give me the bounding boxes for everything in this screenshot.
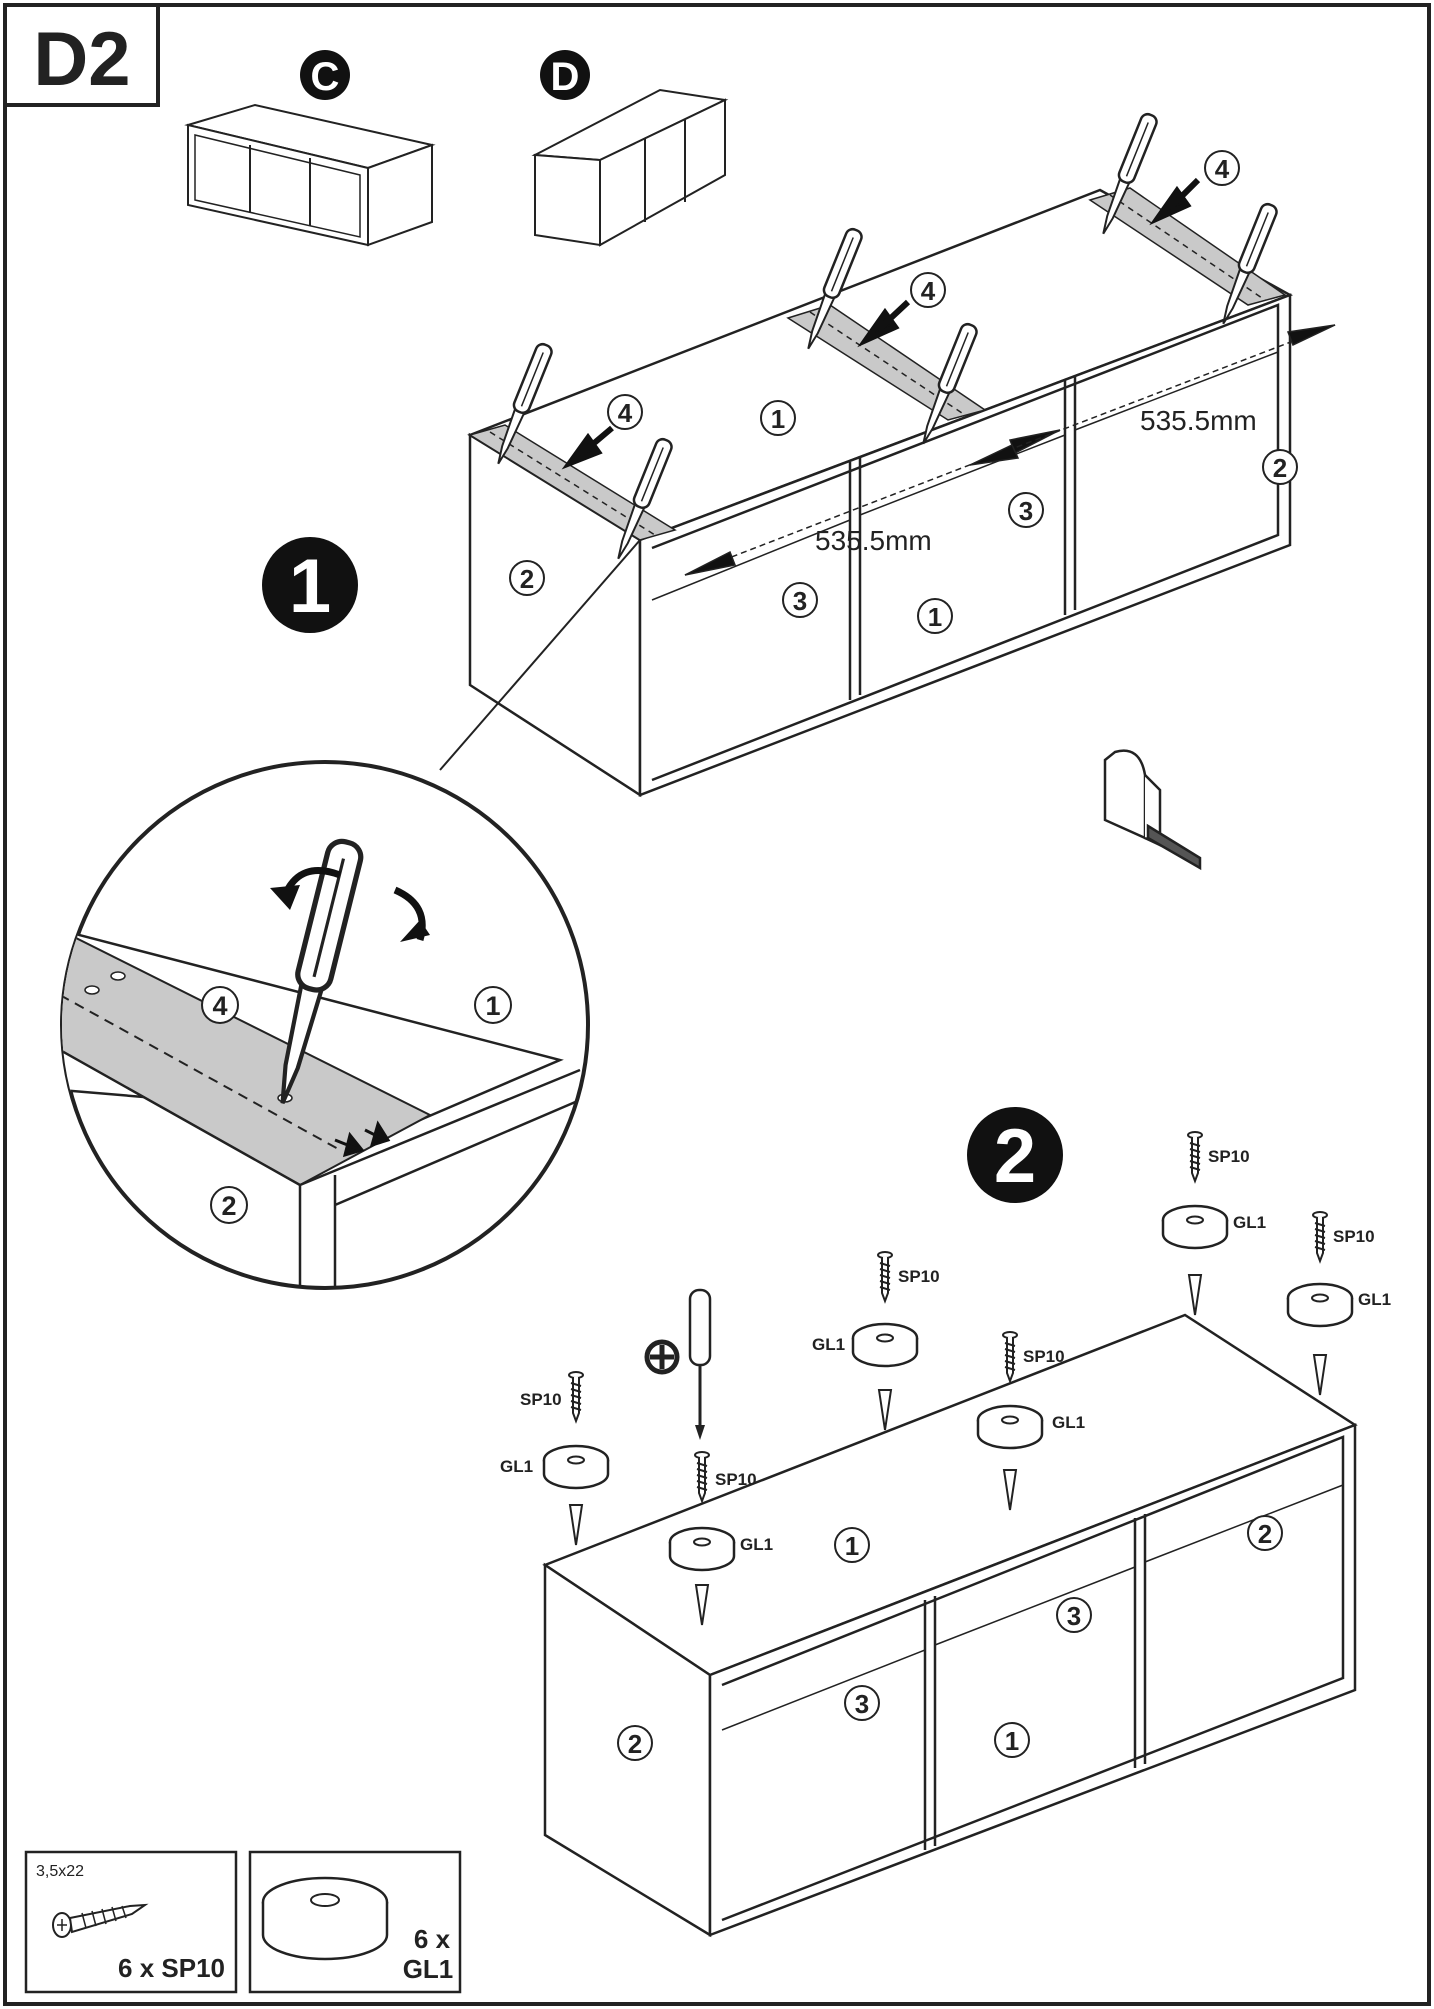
part-labels-step-1: 1 2 2 3 3 1 (509, 400, 1298, 634)
phillips-screwdriver-icon (644, 1288, 712, 1440)
part-label: 3 (1067, 1601, 1081, 1631)
dimension-lines (684, 324, 1336, 576)
screw-label: SP10 (1023, 1347, 1065, 1366)
part-label: 2 (520, 564, 534, 594)
screw-label: SP10 (520, 1390, 562, 1409)
dimension-label: 535.5mm (1140, 405, 1257, 436)
variant-c: C (184, 50, 436, 247)
part-label: 3 (1019, 496, 1033, 526)
glide-label: GL1 (740, 1535, 773, 1554)
pointer-arrows (561, 177, 1201, 470)
variant-d-label: D (551, 55, 580, 99)
part-label: 2 (1273, 453, 1287, 483)
dimension-label: 535.5mm (815, 525, 932, 556)
glide-code: GL1 (403, 1954, 454, 1984)
fastener-group: SP10 GL1 (1161, 1131, 1266, 1316)
part-label: 1 (928, 602, 942, 632)
variant-c-label: C (311, 55, 340, 99)
legend-glide: 6 x GL1 (248, 1850, 462, 1994)
fastener-group: SP10 GL1 (976, 1331, 1085, 1511)
screw-label: SP10 (898, 1267, 940, 1286)
tape-label: 4 (1215, 154, 1230, 184)
fastener-group: SP10 GL1 (500, 1371, 610, 1546)
screw-icon (52, 1903, 149, 1938)
step-2-badge (967, 1107, 1063, 1203)
part-label: 3 (793, 586, 807, 616)
step-2-number: 2 (994, 1114, 1036, 1199)
glide-label: GL1 (1233, 1213, 1266, 1232)
part-label: 1 (845, 1531, 859, 1561)
fastener-group: SP10 GL1 (812, 1251, 940, 1431)
parts-legend: 3,5x22 6 x SP10 6 x GL1 (24, 1850, 462, 1994)
fastener-group: SP10 GL1 (668, 1451, 773, 1626)
step-1: 1 (60, 110, 1336, 1290)
zoom-label: 2 (221, 1191, 236, 1221)
screw-label: SP10 (715, 1470, 757, 1489)
part-label: 3 (855, 1689, 869, 1719)
tape-labels: 4 4 4 (607, 150, 1240, 430)
screw-quantity: 6 x SP10 (118, 1953, 225, 1983)
page-code: D2 (33, 17, 130, 102)
step-1-badge (262, 537, 358, 633)
variant-d: D (531, 50, 729, 247)
step-2: 2 SP10 GL1 (500, 1107, 1391, 1938)
tape-measure-icon (1103, 749, 1202, 871)
screw-label: SP10 (1333, 1227, 1375, 1246)
zoom-leader-line (439, 539, 641, 771)
glide-icon (261, 1876, 389, 1961)
tape-label: 4 (921, 276, 936, 306)
part-label: 1 (1005, 1726, 1019, 1756)
glide-label: GL1 (1052, 1413, 1085, 1432)
step-1-number: 1 (289, 544, 331, 629)
glide-label: GL1 (1358, 1290, 1391, 1309)
zoom-label: 1 (485, 991, 500, 1021)
cabinet-step-2 (542, 1313, 1358, 1938)
part-label: 2 (1258, 1519, 1272, 1549)
part-label: 1 (771, 404, 785, 434)
tape-strips (468, 187, 1287, 541)
screw-label: SP10 (1208, 1147, 1250, 1166)
glide-label: GL1 (812, 1335, 845, 1354)
tape-label: 4 (618, 398, 633, 428)
part-label: 2 (628, 1729, 642, 1759)
glide-quantity: 6 x (414, 1924, 451, 1954)
page-code-badge: D2 (3, 3, 160, 107)
zoom-label: 4 (212, 991, 227, 1021)
glide-label: GL1 (500, 1457, 533, 1476)
legend-screw: 3,5x22 6 x SP10 (24, 1850, 238, 1994)
fastener-group: SP10 GL1 (1286, 1211, 1391, 1396)
zoom-detail: 4 1 2 (60, 760, 590, 1290)
part-labels-step-2: 1 2 2 3 3 1 (617, 1515, 1283, 1761)
page-border (3, 3, 1431, 2006)
screw-size: 3,5x22 (36, 1863, 84, 1880)
